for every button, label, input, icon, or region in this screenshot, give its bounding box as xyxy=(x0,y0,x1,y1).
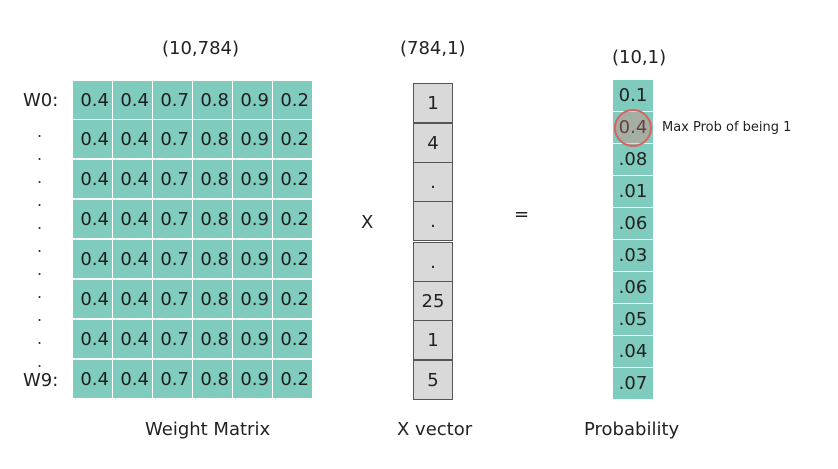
x-vector-cell: . xyxy=(413,242,453,282)
x-vector-cell: 5 xyxy=(413,360,453,400)
matrix-cell: 0.9 xyxy=(233,160,272,198)
ellipsis-dot: . xyxy=(37,329,43,348)
probability-shape-label: (10,1) xyxy=(612,47,667,68)
probability-cell: 0.1 xyxy=(613,80,653,112)
x-vector-cell: . xyxy=(413,201,453,241)
x-vector-cell: 25 xyxy=(413,281,453,321)
matrix-cell: 0.9 xyxy=(233,120,272,158)
probability-cell: .06 xyxy=(613,208,653,240)
matrix-cell: 0.4 xyxy=(113,160,152,198)
ellipsis-dot: . xyxy=(37,145,43,164)
row-label-w0: W0: xyxy=(23,90,59,111)
max-probability-annotation: Max Prob of being 1 xyxy=(662,120,792,135)
matrix-cell: 0.2 xyxy=(273,160,312,198)
matrix-cell: 0.8 xyxy=(193,160,232,198)
matrix-cell: 0.8 xyxy=(193,120,232,158)
matrix-cell: 0.4 xyxy=(73,320,112,358)
matrix-cell: 0.7 xyxy=(153,320,192,358)
x-vector-cell: 1 xyxy=(413,320,453,360)
matrix-cell: 0.4 xyxy=(73,360,112,398)
equals-operator: = xyxy=(514,204,530,225)
matrix-cell: 0.2 xyxy=(273,320,312,358)
x-vector-cell: . xyxy=(413,162,453,202)
matrix-cell: 0.4 xyxy=(73,200,112,238)
matrix-cell: 0.7 xyxy=(153,240,192,278)
matrix-cell: 0.2 xyxy=(273,120,312,158)
matrix-cell: 0.7 xyxy=(153,280,192,318)
matrix-cell: 0.2 xyxy=(273,240,312,278)
probability-cell: .04 xyxy=(613,336,653,368)
probability-cell: .08 xyxy=(613,144,653,176)
matrix-cell: 0.8 xyxy=(193,240,232,278)
matrix-cell: 0.2 xyxy=(273,200,312,238)
matrix-cell: 0.8 xyxy=(193,360,232,398)
x-vector-caption: X vector xyxy=(397,419,473,440)
matrix-cell: 0.4 xyxy=(113,120,152,158)
matrix-cell: 0.7 xyxy=(153,120,192,158)
ellipsis-dot: . xyxy=(37,306,43,325)
matrix-cell: 0.8 xyxy=(193,200,232,238)
matrix-cell: 0.8 xyxy=(193,320,232,358)
weight-matrix-shape-label: (10,784) xyxy=(162,38,240,59)
multiply-operator: X xyxy=(361,212,374,233)
matrix-cell: 0.9 xyxy=(233,81,272,119)
matrix-cell: 0.8 xyxy=(193,280,232,318)
probability-cell: .01 xyxy=(613,176,653,208)
matrix-cell: 0.2 xyxy=(273,360,312,398)
ellipsis-dot: . xyxy=(37,122,43,141)
matrix-cell: 0.2 xyxy=(273,81,312,119)
matrix-cell: 0.9 xyxy=(233,360,272,398)
ellipsis-dot: . xyxy=(37,237,43,256)
x-vector-cell: 1 xyxy=(413,83,453,123)
matrix-cell: 0.4 xyxy=(73,280,112,318)
matrix-cell: 0.4 xyxy=(73,120,112,158)
matrix-cell: 0.9 xyxy=(233,320,272,358)
x-vector-cell: 4 xyxy=(413,123,453,163)
matrix-cell: 0.2 xyxy=(273,280,312,318)
ellipsis-dot: . xyxy=(37,191,43,210)
matrix-cell: 0.4 xyxy=(113,360,152,398)
matrix-cell: 0.7 xyxy=(153,200,192,238)
ellipsis-dot: . xyxy=(37,214,43,233)
matrix-cell: 0.4 xyxy=(113,200,152,238)
ellipsis-dot: . xyxy=(37,352,43,371)
matrix-cell: 0.7 xyxy=(153,360,192,398)
matrix-cell: 0.9 xyxy=(233,280,272,318)
probability-caption: Probability xyxy=(584,419,680,440)
matrix-cell: 0.4 xyxy=(113,81,152,119)
probability-cell: .05 xyxy=(613,304,653,336)
matrix-cell: 0.8 xyxy=(193,81,232,119)
ellipsis-dot: . xyxy=(37,260,43,279)
matrix-cell: 0.9 xyxy=(233,240,272,278)
matrix-cell: 0.7 xyxy=(153,81,192,119)
x-vector-shape-label: (784,1) xyxy=(400,38,466,59)
matrix-cell: 0.9 xyxy=(233,200,272,238)
matrix-cell: 0.4 xyxy=(73,81,112,119)
max-probability-highlight xyxy=(614,109,652,147)
probability-cell: .03 xyxy=(613,240,653,272)
ellipsis-dot: . xyxy=(37,168,43,187)
ellipsis-dot: . xyxy=(37,283,43,302)
matrix-cell: 0.4 xyxy=(113,240,152,278)
matrix-cell: 0.4 xyxy=(113,280,152,318)
matrix-cell: 0.4 xyxy=(113,320,152,358)
row-label-w9: W9: xyxy=(23,370,59,391)
matrix-cell: 0.4 xyxy=(73,240,112,278)
matrix-cell: 0.7 xyxy=(153,160,192,198)
probability-cell: .06 xyxy=(613,272,653,304)
matrix-cell: 0.4 xyxy=(73,160,112,198)
weight-matrix-caption: Weight Matrix xyxy=(145,419,271,440)
probability-cell: .07 xyxy=(613,368,653,400)
